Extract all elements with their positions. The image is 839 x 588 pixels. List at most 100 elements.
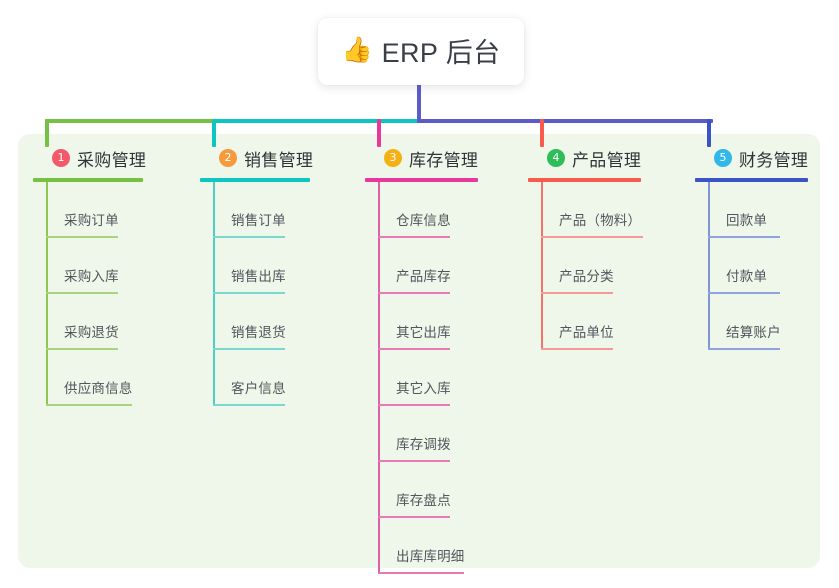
- content-panel: [18, 134, 820, 568]
- branch-drop-line-2: [212, 119, 216, 147]
- branch-item-list: 仓库信息产品库存其它出库其它入库库存调拨库存盘点出库库明细: [365, 182, 478, 574]
- branch-item-label: 回款单: [726, 213, 768, 228]
- branch-item-label: 销售出库: [231, 269, 286, 284]
- trunk-segment-1: [45, 119, 216, 123]
- branch-column-3: 3 库存管理仓库信息产品库存其它出库其它入库库存调拨库存盘点出库库明细: [365, 146, 478, 574]
- branch-number-badge: 5: [714, 149, 732, 167]
- branch-item-label: 产品分类: [559, 269, 614, 284]
- branch-item-list: 回款单付款单结算账户: [695, 182, 808, 350]
- branch-item-label: 出库库明细: [396, 549, 465, 564]
- branch-item-underline: [378, 516, 450, 518]
- root-node-content: 👍 ERP 后台: [341, 31, 500, 70]
- branch-item-label: 产品单位: [559, 325, 614, 340]
- branch-title: 销售管理: [244, 150, 314, 170]
- branch-item[interactable]: 销售出库: [200, 238, 313, 294]
- branch-header-5[interactable]: 5 财务管理: [695, 146, 808, 170]
- branch-item-list: 采购订单采购入库采购退货供应商信息: [33, 182, 146, 406]
- branch-item[interactable]: 其它入库: [365, 350, 478, 406]
- branch-item-label: 供应商信息: [64, 381, 133, 396]
- branch-header-3[interactable]: 3 库存管理: [365, 146, 478, 170]
- trunk-segment-4: [540, 119, 713, 123]
- branch-item-underline: [541, 348, 613, 350]
- branch-item[interactable]: 销售订单: [200, 182, 313, 238]
- branch-item[interactable]: 结算账户: [695, 294, 808, 350]
- branch-item-label: 库存调拨: [396, 437, 451, 452]
- branch-spine-line: [46, 182, 48, 406]
- branch-header-underline: [528, 178, 641, 182]
- branch-item[interactable]: 产品分类: [528, 238, 641, 294]
- branch-header-4[interactable]: 4 产品管理: [528, 146, 641, 170]
- branch-item[interactable]: 仓库信息: [365, 182, 478, 238]
- branch-item[interactable]: 供应商信息: [33, 350, 146, 406]
- branch-title: 库存管理: [409, 150, 479, 170]
- branch-item-label: 其它入库: [396, 381, 451, 396]
- branch-item-underline: [378, 460, 450, 462]
- branch-item-underline: [213, 292, 285, 294]
- branch-item-label: 销售订单: [231, 213, 286, 228]
- branch-header-underline: [200, 178, 310, 182]
- branch-drop-line-5: [707, 119, 711, 147]
- branch-item-underline: [378, 572, 464, 574]
- branch-item[interactable]: 其它出库: [365, 294, 478, 350]
- branch-item-underline: [46, 348, 118, 350]
- branch-title: 产品管理: [572, 150, 642, 170]
- branch-item-label: 采购入库: [64, 269, 119, 284]
- branch-item-underline: [708, 348, 780, 350]
- thumbs-up-icon: 👍: [341, 36, 373, 64]
- branch-column-4: 4 产品管理产品（物料） 产品分类产品单位: [528, 146, 643, 350]
- branch-item-label: 仓库信息: [396, 213, 451, 228]
- branch-item-underline: [378, 292, 450, 294]
- branch-spine-line: [378, 182, 380, 574]
- branch-number-badge: 1: [52, 149, 70, 167]
- branch-drop-line-3: [377, 119, 381, 147]
- branch-item[interactable]: 产品单位: [528, 294, 641, 350]
- branch-item[interactable]: 销售退货: [200, 294, 313, 350]
- root-node-erp-backend[interactable]: 👍 ERP 后台: [318, 18, 524, 85]
- branch-item-label: 产品（物料）: [559, 213, 642, 228]
- branch-spine-line: [708, 182, 710, 350]
- branch-item[interactable]: 库存调拨: [365, 406, 478, 462]
- branch-item[interactable]: 库存盘点: [365, 462, 478, 518]
- branch-item-underline: [541, 236, 643, 238]
- branch-item-underline: [378, 348, 450, 350]
- branch-item[interactable]: 客户信息: [200, 350, 313, 406]
- branch-item[interactable]: 采购入库: [33, 238, 146, 294]
- branch-number-badge: 2: [219, 149, 237, 167]
- branch-item[interactable]: 产品库存: [365, 238, 478, 294]
- branch-item-list: 产品（物料） 产品分类产品单位: [528, 182, 643, 350]
- branch-item-underline: [378, 404, 450, 406]
- branch-column-5: 5 财务管理回款单付款单结算账户: [695, 146, 808, 350]
- branch-item-underline: [46, 236, 118, 238]
- branch-header-2[interactable]: 2 销售管理: [200, 146, 313, 170]
- branch-item[interactable]: 采购退货: [33, 294, 146, 350]
- branch-item[interactable]: 付款单: [695, 238, 808, 294]
- branch-drop-line-1: [45, 119, 49, 147]
- branch-item-underline: [213, 404, 285, 406]
- branch-item-underline: [213, 236, 285, 238]
- branch-item-underline: [708, 236, 780, 238]
- root-node-title: ERP 后台: [381, 38, 501, 68]
- branch-item-label: 付款单: [726, 269, 768, 284]
- branch-number-badge: 4: [547, 149, 565, 167]
- branch-drop-line-4: [540, 119, 544, 147]
- branch-item-underline: [708, 292, 780, 294]
- branch-number-badge: 3: [384, 149, 402, 167]
- trunk-segment-3: [419, 119, 544, 123]
- branch-header-underline: [365, 178, 478, 182]
- branch-item[interactable]: 回款单: [695, 182, 808, 238]
- branch-title: 财务管理: [739, 150, 809, 170]
- branch-item-label: 其它出库: [396, 325, 451, 340]
- trunk-segment-2: [212, 119, 423, 123]
- branch-header-underline: [33, 178, 143, 182]
- branch-header-underline: [695, 178, 808, 182]
- branch-spine-line: [541, 182, 543, 350]
- branch-item[interactable]: 出库库明细: [365, 518, 478, 574]
- branch-item[interactable]: 采购订单: [33, 182, 146, 238]
- branch-item-underline: [213, 348, 285, 350]
- branch-item-underline: [46, 404, 132, 406]
- branch-item-underline: [541, 292, 613, 294]
- branch-item[interactable]: 产品（物料）: [528, 182, 643, 238]
